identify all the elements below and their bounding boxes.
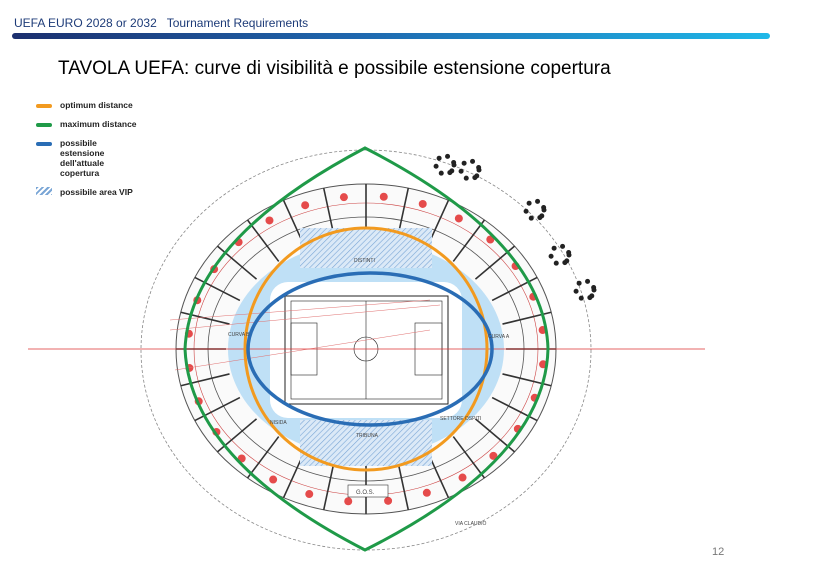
tree-icon xyxy=(576,280,582,286)
label-east: CURVA A xyxy=(488,334,510,340)
legend-label: optimum distance xyxy=(60,100,133,110)
stair-wedge xyxy=(305,490,314,499)
tree-icon xyxy=(470,158,476,164)
header-subtitle: Tournament Requirements xyxy=(166,16,309,30)
tree-icon xyxy=(461,160,467,166)
tree-icon xyxy=(463,175,469,181)
tree-icon xyxy=(578,295,584,301)
tree-icon xyxy=(528,215,534,221)
legend-item-roof: possibile estensione dell'attuale copert… xyxy=(36,138,140,178)
stair-wedge xyxy=(265,216,274,225)
label-southwest: NISIDA xyxy=(270,420,287,426)
stair-wedge xyxy=(339,193,348,202)
tree-icon xyxy=(526,200,532,206)
tree-icon xyxy=(445,153,451,159)
tree-icon xyxy=(591,284,597,290)
legend-item-optimum: optimum distance xyxy=(36,100,140,110)
tree-icon xyxy=(585,278,591,284)
maximum-distance-curve xyxy=(183,146,550,552)
header-title: UEFA EURO 2028 or 2032 xyxy=(14,16,157,30)
stand-spoke xyxy=(180,373,230,387)
tree-icon xyxy=(451,159,457,165)
tree-icon xyxy=(564,258,570,264)
stand-spoke xyxy=(194,276,241,302)
label-southeast: SETTORE OSPITI xyxy=(440,416,481,422)
tree-icon xyxy=(433,163,439,169)
legend-label: possibile estensione dell'attuale copert… xyxy=(60,138,105,178)
stair-wedge xyxy=(379,192,388,201)
label-west: CURVA B xyxy=(228,332,250,338)
stair-wedge xyxy=(422,488,431,497)
stand-spoke xyxy=(194,396,241,422)
stair-wedge xyxy=(301,201,310,210)
tree-icon xyxy=(523,208,529,214)
tree-icon xyxy=(458,168,464,174)
legend-item-maximum: maximum distance xyxy=(36,119,140,129)
stand-spoke xyxy=(246,436,280,479)
stair-wedge xyxy=(454,214,463,223)
legend-label: possibile area VIP xyxy=(60,187,133,197)
tree-icon xyxy=(436,155,442,161)
tree-icon xyxy=(476,164,482,170)
vip-area-south xyxy=(300,420,432,466)
stand-spoke xyxy=(452,436,486,479)
legend-label: maximum distance xyxy=(60,119,137,129)
label-gos: G.O.S. xyxy=(356,490,375,496)
tree-icon xyxy=(535,198,541,204)
tree-icon xyxy=(449,168,455,174)
optimum-distance-curve xyxy=(243,226,489,472)
stand-spoke xyxy=(452,219,486,262)
legend-swatch xyxy=(36,187,52,195)
tree-icon xyxy=(560,243,566,249)
stand-spoke xyxy=(180,311,230,325)
header-bar xyxy=(12,33,770,39)
header: UEFA EURO 2028 or 2032 Tournament Require… xyxy=(14,16,308,30)
slide-title: TAVOLA UEFA: curve di visibilità e possi… xyxy=(58,58,611,79)
stair-wedge xyxy=(384,496,393,505)
tree-icon xyxy=(438,170,444,176)
tree-icon xyxy=(548,253,554,259)
stair-wedge xyxy=(269,475,278,484)
tree-icon xyxy=(573,288,579,294)
label-south: TRIBUNA xyxy=(356,433,379,439)
legend-swatch xyxy=(36,142,52,146)
roof-extension-curve xyxy=(246,271,494,427)
gos-box xyxy=(347,484,389,498)
stair-wedge xyxy=(418,199,427,208)
stair-wedge xyxy=(489,451,498,460)
tree-icon xyxy=(541,204,547,210)
legend: optimum distance maximum distance possib… xyxy=(36,100,140,206)
legend-swatch xyxy=(36,104,52,108)
tree-icon xyxy=(539,213,545,219)
legend-swatch xyxy=(36,123,52,127)
stair-wedge xyxy=(458,473,467,482)
tree-icon xyxy=(553,260,559,266)
stair-wedge xyxy=(344,497,353,506)
tree-icon xyxy=(589,293,595,299)
stand-spoke xyxy=(216,245,258,280)
stand-spoke xyxy=(246,219,280,262)
legend-item-vip: possibile area VIP xyxy=(36,187,140,197)
sight-lines xyxy=(169,299,441,371)
vip-area-north xyxy=(300,228,432,268)
pitch xyxy=(284,295,449,405)
tree-icon xyxy=(566,249,572,255)
page-number: 12 xyxy=(712,546,725,558)
tree-icon xyxy=(551,245,557,251)
label-street: VIA CLAUDIO xyxy=(455,521,487,527)
tree-icon xyxy=(474,173,480,179)
label-north: DISTINTI xyxy=(354,258,375,264)
